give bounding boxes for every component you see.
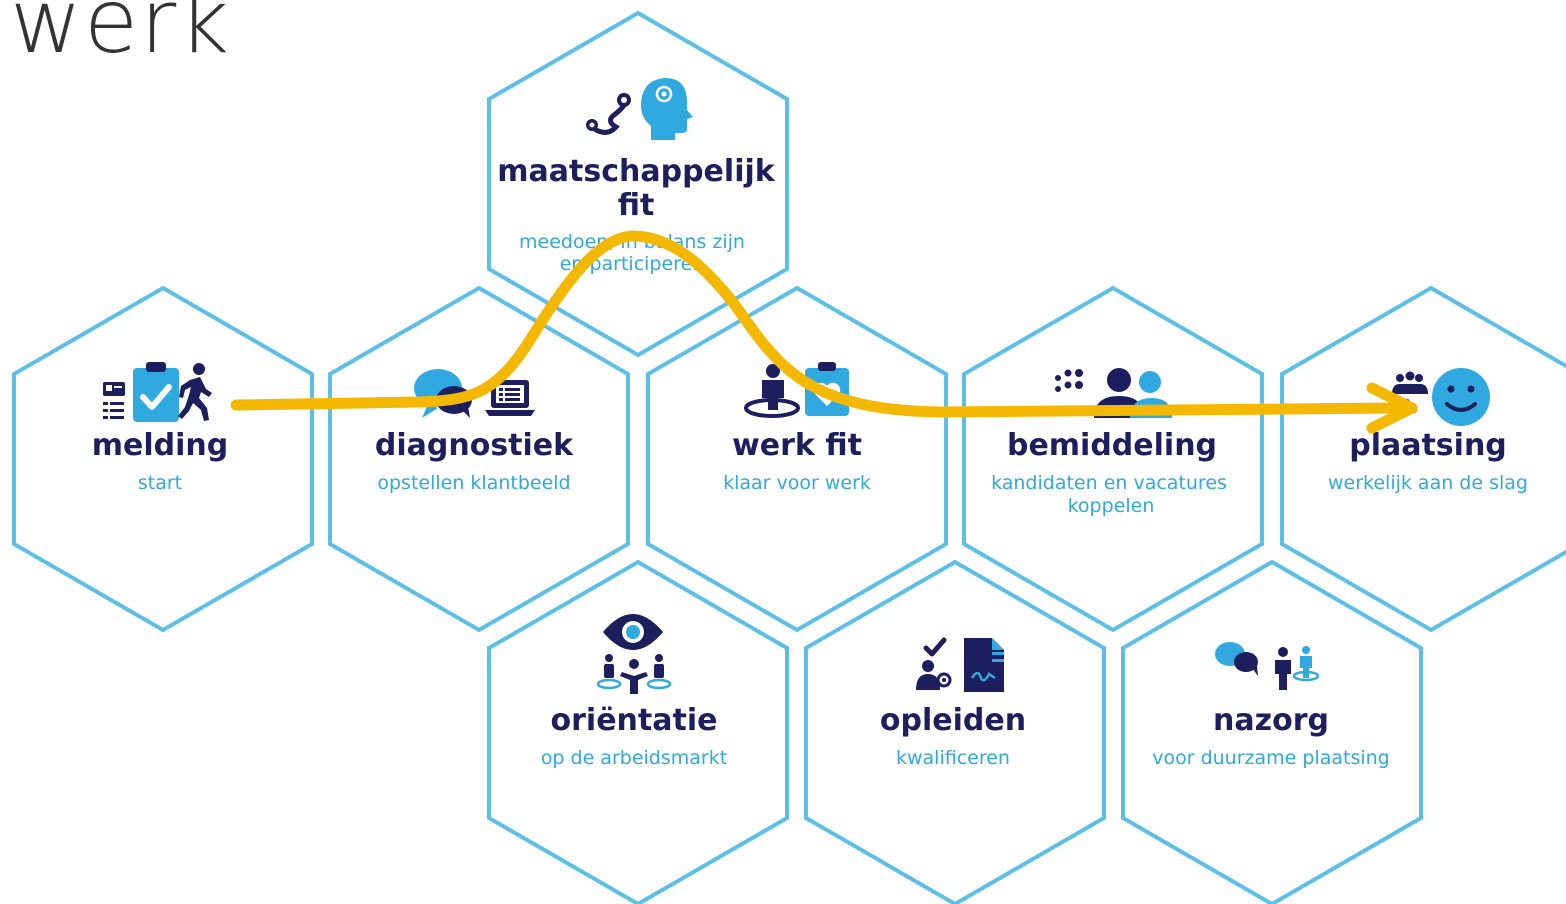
hex-bemiddeling-title: bemiddeling (1007, 428, 1217, 463)
chat-person-icon (1215, 642, 1320, 690)
hex-opleiden-title: opleiden (880, 703, 1026, 738)
hex-melding-subtitle: start (138, 472, 182, 494)
hex-werk-fit[interactable]: werk fit klaar voor werk (646, 285, 948, 633)
hex-orientatie-title: oriëntatie (551, 703, 718, 738)
journey-path (230, 230, 1418, 434)
route-and-mind-icon (586, 78, 693, 140)
hex-werk-fit-title: werk fit (732, 428, 862, 463)
hex-nazorg[interactable]: nazorg voor duurzame plaatsing (1121, 559, 1423, 904)
hex-nazorg-outline (1121, 559, 1423, 904)
hex-melding-outline (12, 285, 314, 633)
hex-plaatsing-title: plaatsing (1349, 428, 1507, 463)
journey-path-line (230, 230, 1406, 418)
page-title: werk (10, 0, 232, 73)
hex-opleiden-subtitle: kwalificeren (896, 747, 1010, 769)
hex-nazorg-title: nazorg (1213, 703, 1329, 738)
hex-melding-title: melding (92, 428, 228, 463)
hex-bemiddeling-subtitle-2: koppelen (1068, 495, 1155, 517)
journey-arrowhead (1366, 382, 1418, 434)
hex-opleiden-outline (804, 559, 1106, 904)
hex-maatschappelijk-title-2: fit (618, 188, 655, 223)
hex-opleiden[interactable]: opleiden kwalificeren (804, 559, 1106, 904)
hex-plaatsing-outline (1280, 285, 1566, 633)
hex-werk-fit-subtitle: klaar voor werk (723, 472, 871, 494)
hex-maatschappelijk-subtitle: meedoen, in balans zijn (519, 231, 745, 253)
hex-werk-fit-outline (646, 285, 948, 633)
hex-diagnostiek[interactable]: diagnostiek opstellen klantbeeld (328, 285, 630, 633)
hex-bemiddeling-subtitle: kandidaten en vacatures (991, 472, 1227, 494)
qualified-person-document-icon (916, 637, 1004, 692)
hex-diagnostiek-subtitle: opstellen klantbeeld (377, 472, 570, 494)
hex-plaatsing-subtitle: werkelijk aan de slag (1328, 472, 1528, 494)
hex-diagnostiek-outline (328, 285, 630, 633)
hex-orientatie-subtitle: op de arbeidsmarkt (541, 747, 727, 769)
checklist-walking-person-icon (103, 362, 212, 422)
hex-bemiddeling-outline (962, 285, 1264, 633)
eye-group-icon (596, 614, 672, 694)
hex-maatschappelijk-outline (487, 10, 789, 358)
hex-diagnostiek-title: diagnostiek (375, 428, 574, 463)
team-smiley-icon (1392, 368, 1490, 426)
hex-maatschappelijk-fit[interactable]: maatschappelijk fit meedoen, in balans z… (487, 10, 789, 358)
hex-bemiddeling[interactable]: bemiddeling kandidaten en vacatures kopp… (962, 285, 1264, 633)
hex-plaatsing[interactable]: plaatsing werkelijk aan de slag (1280, 285, 1566, 633)
hex-melding[interactable]: melding start (12, 285, 314, 633)
hex-nazorg-subtitle: voor duurzame plaatsing (1152, 747, 1390, 769)
hex-orientatie[interactable]: oriëntatie op de arbeidsmarkt (487, 559, 789, 904)
hex-maatschappelijk-title: maatschappelijk (497, 154, 775, 189)
hex-orientatie-outline (487, 559, 789, 904)
